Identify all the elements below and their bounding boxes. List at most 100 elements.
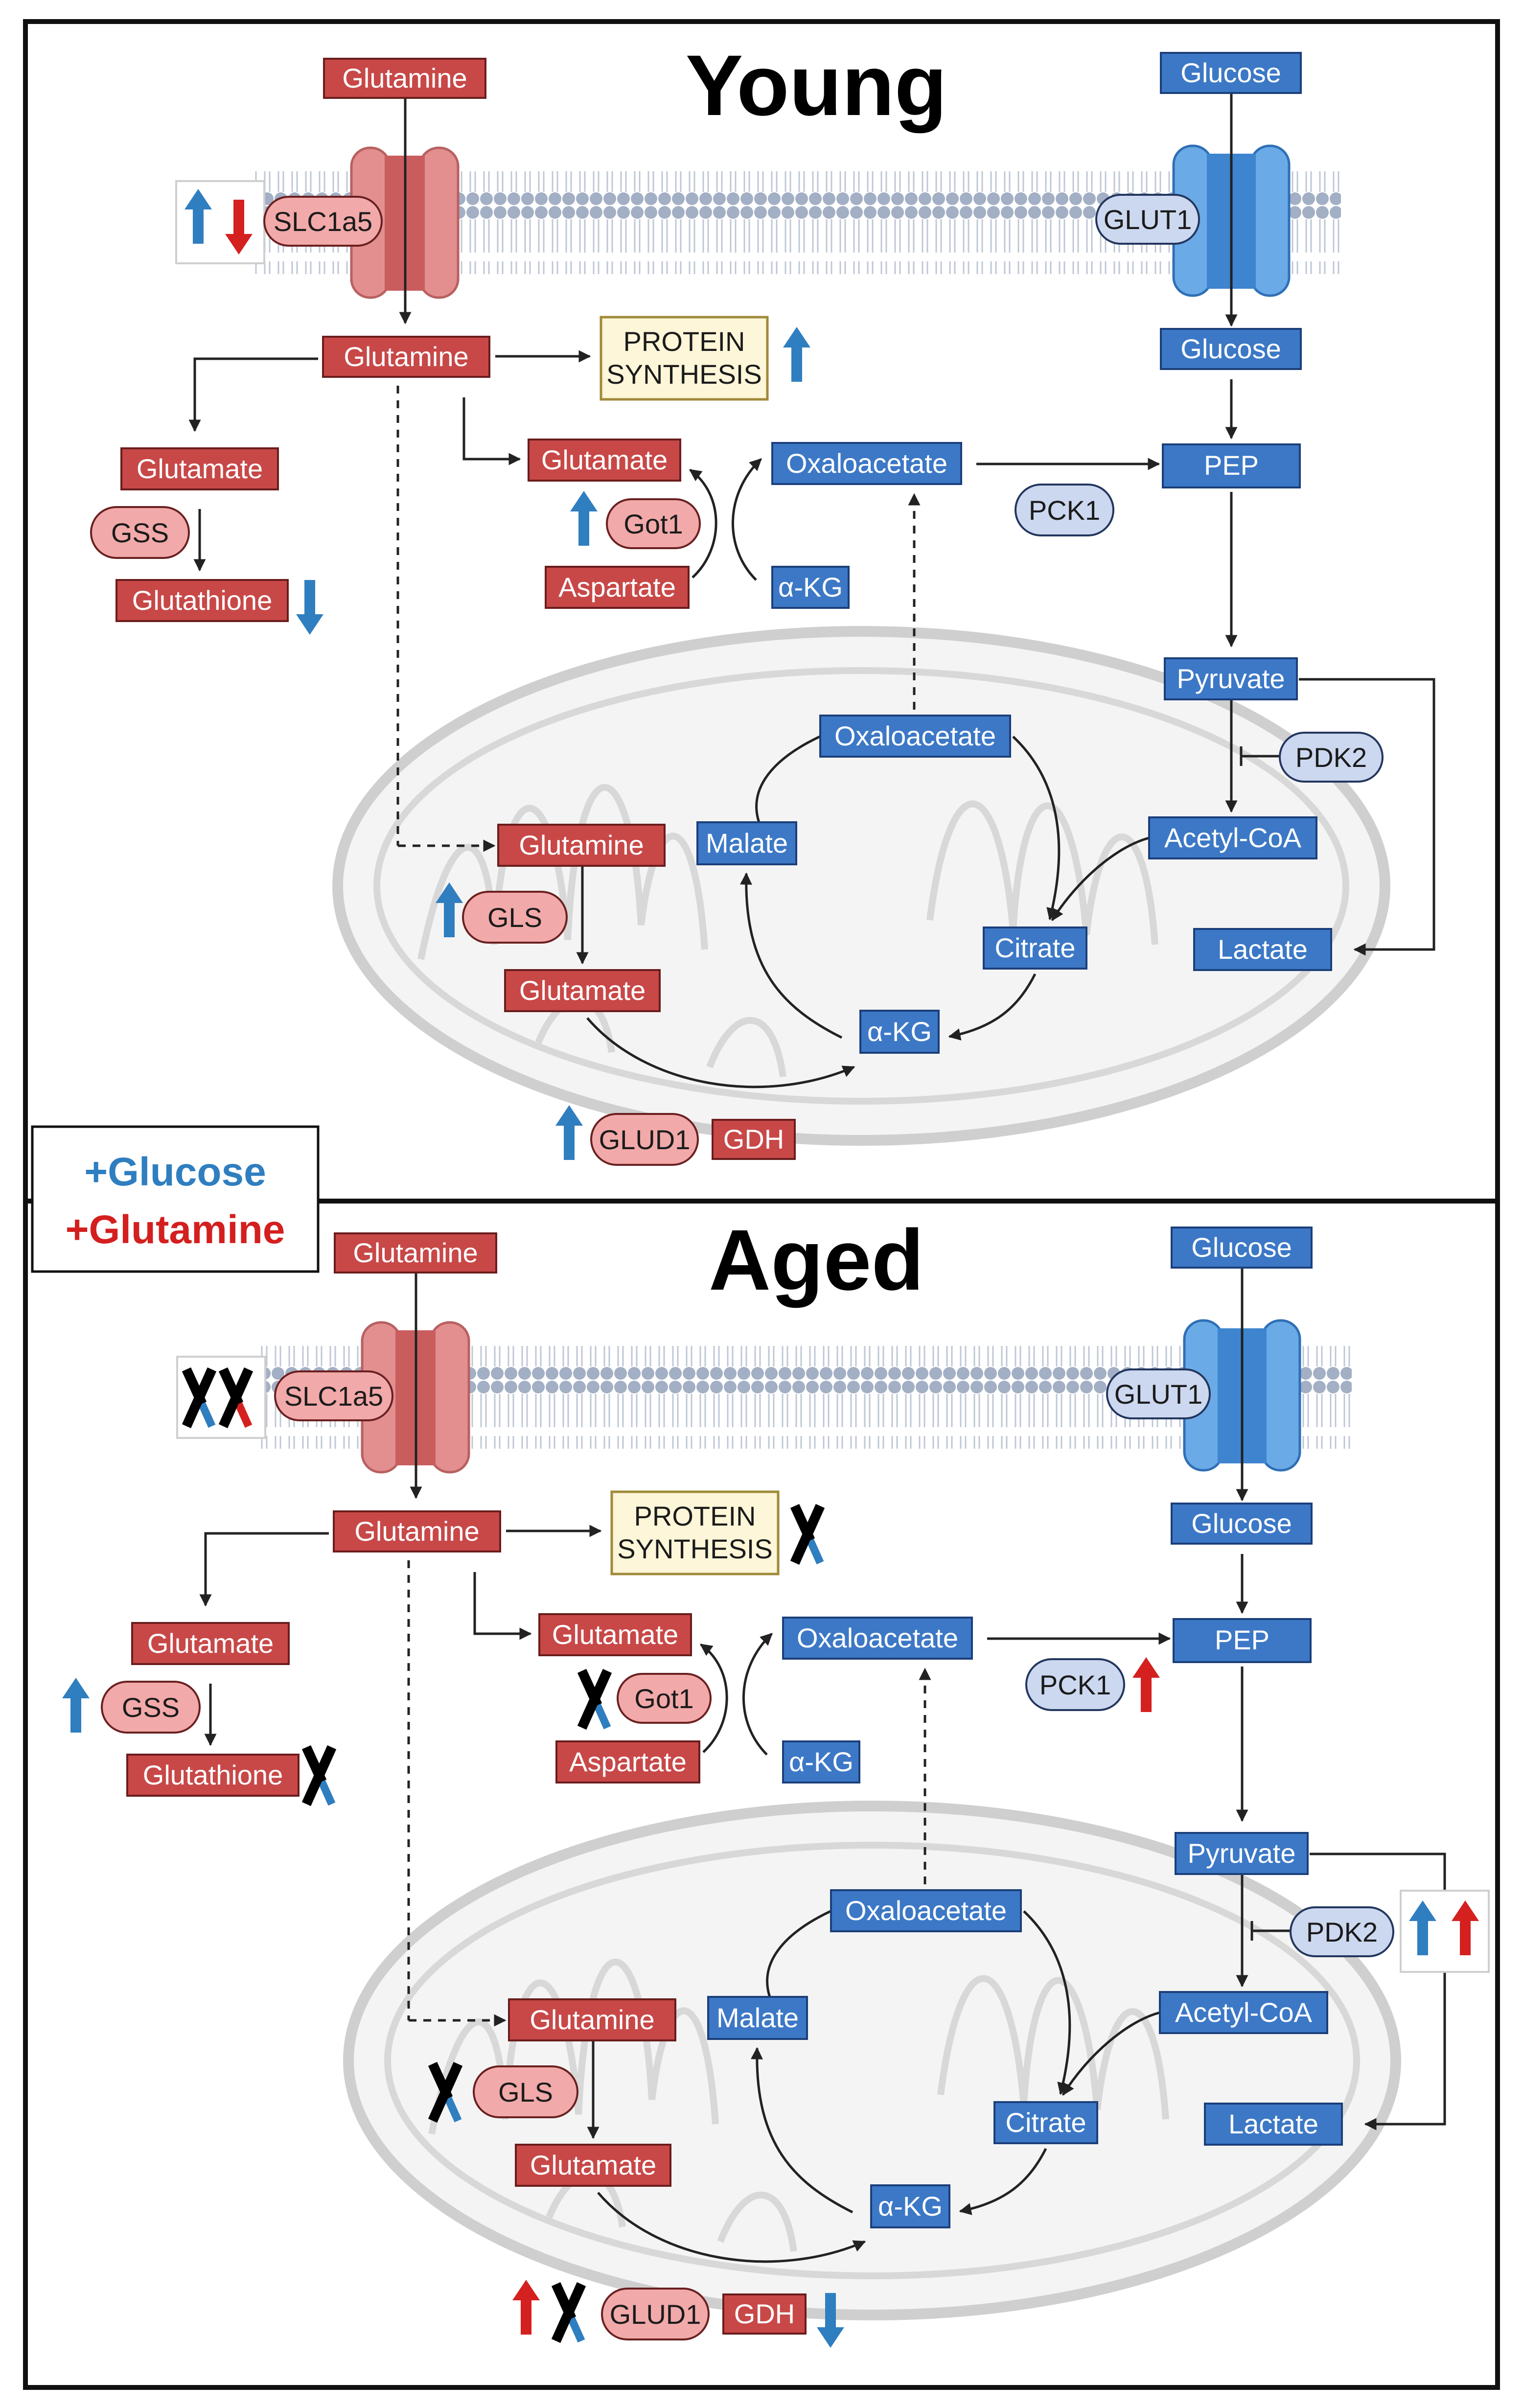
mitochondrion-graphic xyxy=(343,1801,1401,2320)
aspartate-label: Aspartate xyxy=(569,1746,687,1777)
aspartate-box xyxy=(555,1740,700,1783)
decrease-icon xyxy=(296,580,323,635)
glutamate-mid-label: Glutamate xyxy=(552,1619,678,1650)
young-panel: Young xyxy=(90,38,1435,1166)
citrate-box xyxy=(993,2101,1098,2144)
pyruvate-label: Pyruvate xyxy=(1177,663,1285,694)
oxaloacetate-cytosol-box xyxy=(771,442,962,485)
glutamate-mid-box xyxy=(538,1613,692,1656)
protein-synthesis-line1: PROTEIN xyxy=(623,326,745,357)
slc1a5-pill xyxy=(274,1370,393,1421)
glucose-cytosol-label: Glucose xyxy=(1180,333,1281,364)
pathway-arrows xyxy=(199,1265,1446,2263)
aspartate-box xyxy=(545,566,690,609)
malate-label: Malate xyxy=(706,828,788,858)
pyruvate-box xyxy=(1164,657,1298,700)
glutamate-mito-label: Glutamate xyxy=(530,2150,656,2180)
pyruvate-label: Pyruvate xyxy=(1188,1838,1296,1869)
glutathione-box xyxy=(126,1754,300,1797)
pdk2-inhibition xyxy=(1250,1921,1291,1941)
lactate-box xyxy=(1204,2103,1343,2146)
pep-label: PEP xyxy=(1204,450,1259,481)
glutamate-mid-box xyxy=(528,439,681,482)
gss-label: GSS xyxy=(111,517,169,548)
gss-pill xyxy=(90,506,190,559)
glut1-pill xyxy=(1106,1368,1211,1419)
slc1a5-pill xyxy=(263,196,383,247)
glutamate-mito-label: Glutamate xyxy=(519,975,646,1006)
gls-label: GLS xyxy=(487,902,542,933)
citrate-box xyxy=(983,926,1087,970)
protein-synthesis-line1: PROTEIN xyxy=(634,1501,756,1531)
gls-label: GLS xyxy=(498,2077,553,2107)
oxaloacetate-mito-box xyxy=(830,1889,1022,1932)
glutamine-cytosol-label: Glutamine xyxy=(344,341,468,372)
got1-label: Got1 xyxy=(634,1683,693,1714)
protein-synthesis-line2: SYNTHESIS xyxy=(617,1533,772,1564)
glucose-extracellular-box xyxy=(1160,52,1302,94)
increase-icon xyxy=(783,327,810,382)
gdh-box xyxy=(722,2293,807,2335)
acetyl-coa-box xyxy=(1148,816,1317,859)
gss-pill xyxy=(101,1681,201,1734)
oxaloacetate-cytosol-label: Oxaloacetate xyxy=(786,448,947,479)
akg-cytosol-label: α-KG xyxy=(789,1746,854,1777)
pyruvate-box xyxy=(1175,1832,1309,1875)
lactate-box xyxy=(1193,928,1332,971)
gdh-box xyxy=(712,1119,796,1160)
oxaloacetate-cytosol-box xyxy=(782,1617,973,1660)
glucose-extracellular-box xyxy=(1171,1227,1313,1269)
glucose-extracellular-label: Glucose xyxy=(1180,57,1281,88)
glucose-cytosol-box xyxy=(1160,328,1302,370)
mitochondrion-graphic xyxy=(332,626,1390,1146)
got1-label: Got1 xyxy=(623,509,683,539)
increase-icon xyxy=(570,491,598,546)
oxaloacetate-mito-label: Oxaloacetate xyxy=(834,720,996,751)
protein-synthesis-box xyxy=(610,1490,780,1575)
acetyl-coa-label: Acetyl-CoA xyxy=(1164,822,1302,853)
glud1-label: GLUD1 xyxy=(599,1124,691,1155)
pep-box xyxy=(1162,443,1301,488)
glutamate-mid-label: Glutamate xyxy=(541,444,668,475)
glutamate-mito-box xyxy=(515,2144,671,2187)
slc1a5-label: SLC1a5 xyxy=(284,1381,383,1412)
oxaloacetate-mito-label: Oxaloacetate xyxy=(845,1895,1007,1926)
gss-label: GSS xyxy=(122,1692,180,1723)
pck1-label: PCK1 xyxy=(1029,495,1100,526)
protein-synthesis-box xyxy=(600,316,769,401)
malate-box xyxy=(707,1996,808,2040)
glutamine-extracellular-box xyxy=(323,58,486,99)
x-mark-icon xyxy=(582,1671,607,1728)
glutamate-left-box xyxy=(120,447,279,490)
glutamate-left-label: Glutamate xyxy=(137,453,263,484)
akg-mito-box xyxy=(870,2184,950,2228)
pck1-pill xyxy=(1015,484,1114,536)
pdk2-pill xyxy=(1290,1906,1394,1957)
glucose-cytosol-label: Glucose xyxy=(1191,1508,1292,1539)
pck1-pill xyxy=(1025,1658,1125,1711)
glutamine-cytosol-box xyxy=(322,336,490,378)
glut1-label: GLUT1 xyxy=(1104,204,1192,235)
increase-icon xyxy=(62,1678,90,1733)
glut1-pill xyxy=(1095,194,1200,245)
increase-icon xyxy=(1132,1657,1160,1712)
glutamine-mito-label: Glutamine xyxy=(519,830,644,860)
glucose-extracellular-label: Glucose xyxy=(1191,1232,1292,1263)
slc1a5-label: SLC1a5 xyxy=(274,206,372,237)
glutathione-label: Glutathione xyxy=(132,585,272,616)
glud1-pill xyxy=(590,1113,699,1166)
glutathione-box xyxy=(115,579,289,622)
akg-cytosol-box xyxy=(771,566,850,609)
increase-icon xyxy=(555,1105,583,1160)
pdk2-label: PDK2 xyxy=(1295,742,1367,773)
glutamine-cytosol-label: Glutamine xyxy=(354,1516,479,1547)
gls-pill xyxy=(462,891,568,944)
gdh-label: GDH xyxy=(734,2298,795,2329)
aged-panel: Aged xyxy=(62,1212,1490,2348)
legend-glucose: +Glucose xyxy=(84,1150,266,1194)
pck1-label: PCK1 xyxy=(1039,1669,1111,1700)
regulation-box xyxy=(175,180,265,264)
gdh-label: GDH xyxy=(723,1124,784,1155)
